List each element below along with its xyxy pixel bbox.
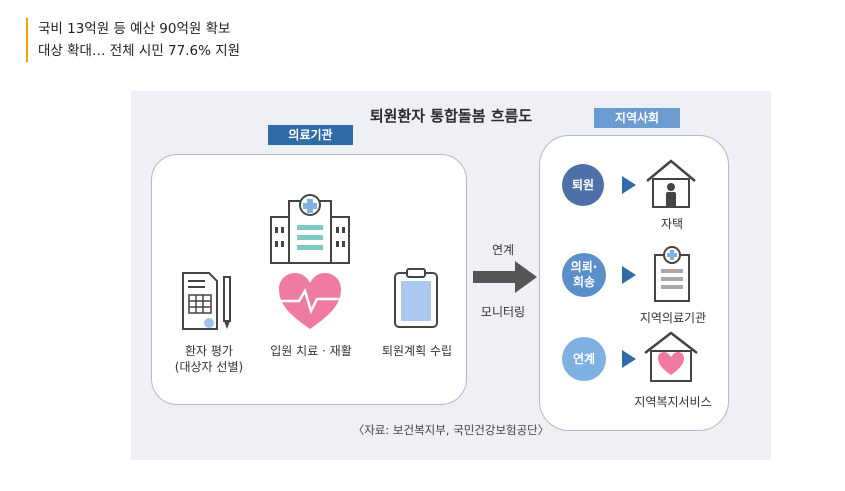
heart-icon bbox=[279, 273, 341, 329]
label-welfare-service: 지역복지서비스 bbox=[634, 395, 712, 409]
document-icon bbox=[654, 246, 690, 302]
home-icon bbox=[646, 159, 696, 208]
headline-line-2: 대상 확대… 전체 시민 77.6% 지원 bbox=[38, 43, 241, 59]
triangle-arrow-icon bbox=[622, 350, 636, 368]
triangle-arrow-icon bbox=[622, 266, 636, 284]
step-sublabel-assessment: (대상자 선별) bbox=[174, 360, 244, 374]
headline-line-1: 국비 13억원 등 예산 90억원 확보 bbox=[38, 21, 231, 37]
flow-diagram: 퇴원환자 통합돌봄 흐름도 의료기관 bbox=[131, 91, 771, 460]
step-label-assessment: 환자 평가 bbox=[185, 344, 233, 358]
step-label-treatment: 입원 치료 · 재활 bbox=[270, 344, 352, 358]
circle-referral: 의뢰· 회송 bbox=[562, 253, 606, 297]
arrow-right-icon bbox=[473, 261, 537, 293]
clipboard-icon bbox=[394, 268, 438, 328]
home-heart-icon bbox=[644, 331, 698, 382]
label-home: 자택 bbox=[660, 217, 684, 231]
community-tag: 지역사회 bbox=[594, 108, 680, 128]
headline: 국비 13억원 등 예산 90억원 확보 대상 확대… 전체 시민 77.6% … bbox=[26, 18, 240, 62]
arrow-label-link: 연계 bbox=[491, 243, 515, 257]
medical-institution-tag: 의료기관 bbox=[268, 125, 353, 145]
circle-link: 연계 bbox=[562, 337, 606, 381]
label-local-medical: 지역의료기관 bbox=[639, 311, 707, 325]
triangle-arrow-icon bbox=[622, 176, 636, 194]
step-label-discharge-plan: 퇴원계획 수립 bbox=[381, 344, 453, 358]
checklist-icon bbox=[182, 272, 231, 330]
diagram-title: 퇴원환자 통합돌봄 흐름도 bbox=[369, 107, 533, 125]
hospital-icon bbox=[270, 194, 350, 264]
circle-discharge: 퇴원 bbox=[562, 164, 604, 206]
source-note: 〈자료: 보건복지부, 국민건강보험공단〉 bbox=[352, 423, 550, 437]
arrow-label-monitoring: 모니터링 bbox=[480, 305, 526, 319]
